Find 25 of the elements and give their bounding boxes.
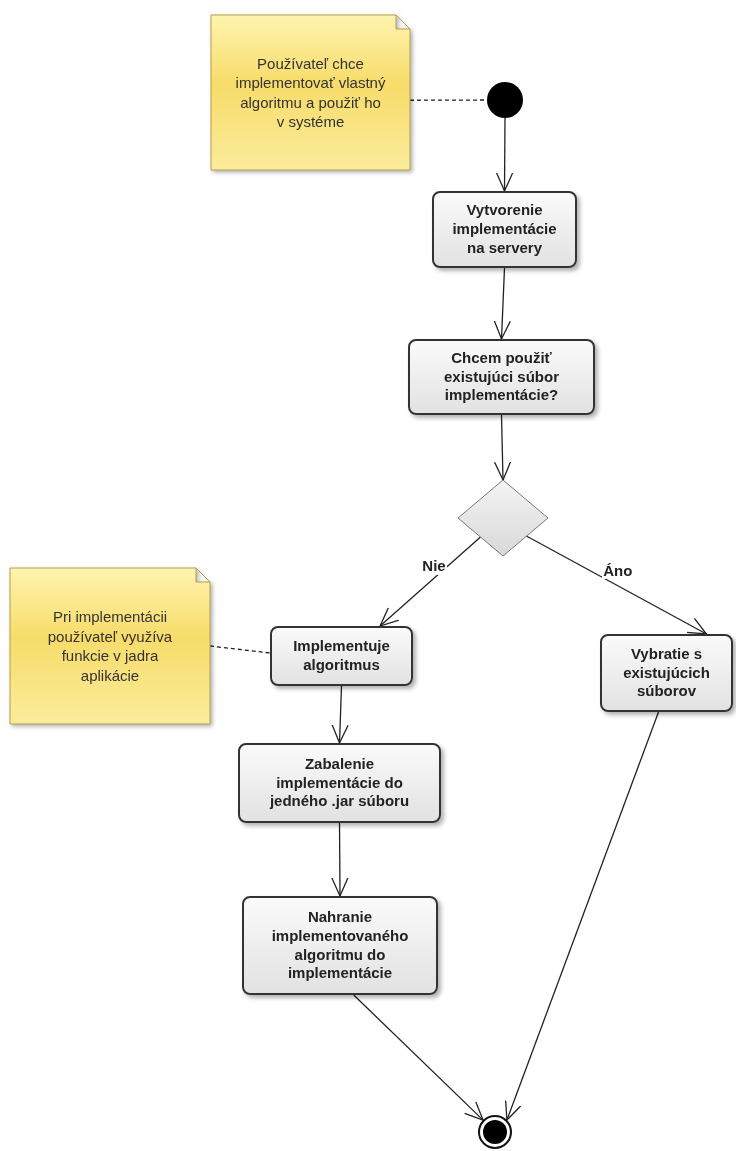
arrow	[331, 822, 349, 897]
arrow	[493, 414, 512, 481]
activity-box: Zabalenie implementácie do jedného .jar súboru	[238, 743, 441, 823]
arrow	[505, 711, 660, 1121]
initial-node	[487, 82, 523, 118]
note	[10, 568, 210, 724]
arrow	[495, 117, 514, 192]
arrow	[353, 994, 484, 1121]
decision-diamond	[458, 480, 548, 556]
activity-box: Vybratie s existujúcich súborov	[600, 634, 733, 712]
activity-box: Chcem použiť existujúci súbor implementácie?	[408, 339, 595, 415]
arrow	[331, 685, 349, 744]
arrow	[524, 534, 708, 635]
note-connector	[209, 645, 271, 654]
arrow	[493, 267, 511, 340]
edge-label: Nie	[421, 558, 447, 575]
activity-box: Nahranie implementovaného algoritmu do implementácie	[242, 896, 438, 995]
activity-box: Implementuje algoritmus	[270, 626, 413, 686]
activity-box: Vytvorenie implementácie na servery	[432, 191, 577, 268]
note-text: Používateľ chce implementovať vlastný algoritmu a použiť ho v systéme	[235, 53, 386, 132]
edge-label: Áno	[602, 562, 634, 580]
arrow	[379, 536, 482, 627]
final-node	[478, 1115, 512, 1149]
note	[211, 15, 410, 170]
note-text: Pri implementácii používateľ využíva funkcie v jadra aplikácie	[46, 607, 174, 685]
